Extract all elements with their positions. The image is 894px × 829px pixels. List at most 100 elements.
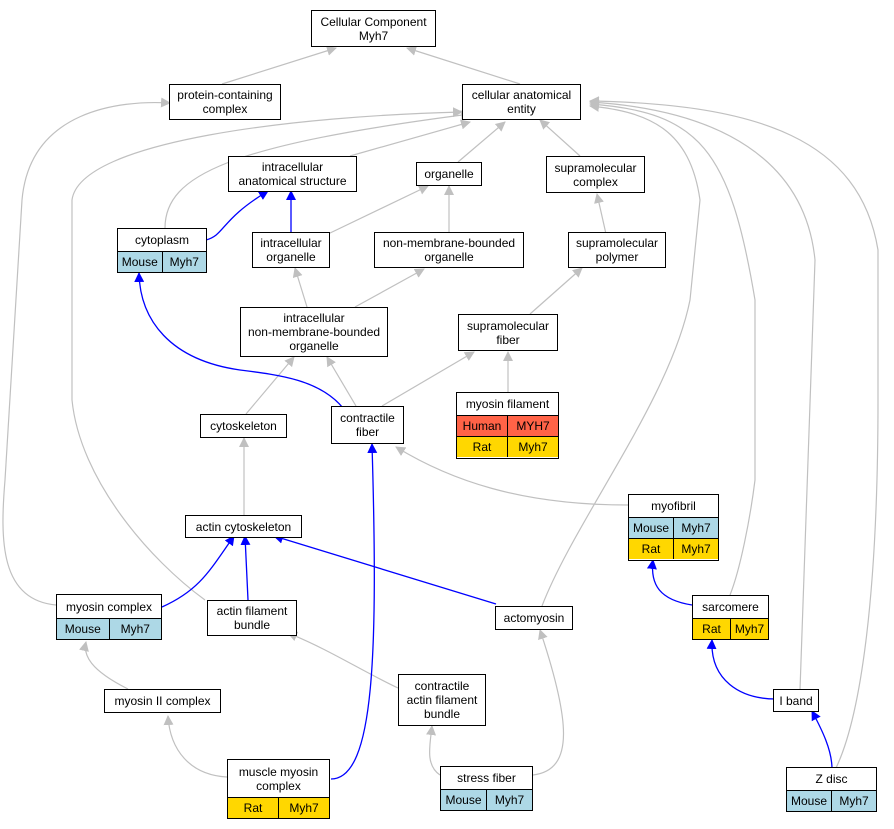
edge-actomyosin-to-actincyto <box>273 533 497 605</box>
node-supramolecular-fiber[interactable]: supramolecular fiber <box>458 314 558 351</box>
edge-myosincomplex-to-protein <box>2 97 171 606</box>
node-organelle[interactable]: organelle <box>416 162 482 186</box>
gene-cell: Myh7 <box>730 619 768 639</box>
edge-muscle-to-myosin2 <box>163 715 228 778</box>
node-stress-fiber[interactable]: stress fiber Mouse Myh7 <box>440 766 533 811</box>
edge-sarcomere-to-cae <box>589 99 756 596</box>
gene-cell: Myh7 <box>831 791 876 811</box>
species-cell: Mouse <box>787 791 831 811</box>
edge-sarcomere-to-myofibril <box>646 559 693 606</box>
myosin-filament-row-rat: Rat Myh7 <box>457 436 558 457</box>
edge-inm-to-nmorg <box>354 268 425 308</box>
species-cell: Mouse <box>118 252 162 272</box>
node-supramolecular-complex[interactable]: supramolecular complex <box>546 156 645 193</box>
z-disc-row-mouse: Mouse Myh7 <box>787 790 876 811</box>
edge-zdisc-to-cae <box>589 96 879 771</box>
node-intracellular-organelle[interactable]: intracellular organelle <box>252 232 330 268</box>
gene-cell: Myh7 <box>278 798 329 818</box>
edge-cytoskeleton-to-inm <box>245 356 295 415</box>
node-protein-containing-complex[interactable]: protein-containing complex <box>169 84 281 120</box>
edge-iband-to-sarcomere <box>706 639 777 700</box>
edge-afbundle-to-actincyto <box>240 535 251 601</box>
species-cell: Human <box>457 416 507 436</box>
edge-myofibril-to-contractile <box>395 446 629 506</box>
myofibril-row-rat: Rat Myh7 <box>629 538 718 559</box>
edge-zdisc-to-iband <box>811 710 833 770</box>
muscle-myosin-complex-label: muscle myosin complex <box>238 764 319 793</box>
node-supramolecular-polymer[interactable]: supramolecular polymer <box>568 232 666 268</box>
edge-afbundle-to-cae <box>71 107 463 601</box>
myosin-complex-row-mouse: Mouse Myh7 <box>57 618 161 639</box>
node-myofibril[interactable]: myofibril Mouse Myh7 Rat Myh7 <box>628 494 719 561</box>
z-disc-label: Z disc <box>815 772 848 786</box>
edge-inm-to-intorg <box>292 267 308 308</box>
edge-polymer-to-supcomplex <box>594 193 607 235</box>
node-non-membrane-bounded-organelle[interactable]: non-membrane-bounded organelle <box>374 232 524 268</box>
node-myosin-filament[interactable]: myosin filament Human MYH7 Rat Myh7 <box>456 392 559 459</box>
edge-intorg-to-organelle <box>327 185 429 235</box>
gene-cell: MYH7 <box>507 416 558 436</box>
cytoplasm-label: cytoplasm <box>134 233 190 247</box>
myofibril-label: myofibril <box>651 499 696 513</box>
edge-myosincomplex-to-actincyto <box>161 535 235 608</box>
edge-contractile-to-supfiber <box>381 351 475 407</box>
myosin-filament-row-human: Human MYH7 <box>457 415 558 436</box>
node-actin-cytoskeleton[interactable]: actin cytoskeleton <box>185 515 302 538</box>
node-cytoplasm[interactable]: cytoplasm Mouse Myh7 <box>117 228 207 273</box>
edge-contractile-to-inm <box>326 356 357 407</box>
node-cellular-anatomical-entity[interactable]: cellular anatomical entity <box>462 84 581 120</box>
species-cell: Rat <box>457 437 507 457</box>
edge-myosin2-to-myosincomplex <box>79 641 129 690</box>
stress-fiber-row-mouse: Mouse Myh7 <box>441 789 532 810</box>
edge-stress-to-cafb <box>426 725 441 776</box>
stress-fiber-label: stress fiber <box>457 771 516 785</box>
gene-cell: Myh7 <box>673 539 718 559</box>
myofibril-row-mouse: Mouse Myh7 <box>629 517 718 538</box>
species-cell: Rat <box>629 539 673 559</box>
node-z-disc[interactable]: Z disc Mouse Myh7 <box>786 767 877 812</box>
node-sarcomere[interactable]: sarcomere Rat Myh7 <box>692 595 769 640</box>
node-intracellular-anatomical-structure[interactable]: intracellular anatomical structure <box>228 156 357 192</box>
node-muscle-myosin-complex[interactable]: muscle myosin complex Rat Myh7 <box>227 759 330 819</box>
myosin-filament-label: myosin filament <box>465 397 550 411</box>
cytoplasm-row-mouse: Mouse Myh7 <box>118 251 206 272</box>
edge-protein-complex-to-root <box>221 45 337 85</box>
node-actomyosin[interactable]: actomyosin <box>495 606 573 630</box>
node-actin-filament-bundle[interactable]: actin filament bundle <box>207 600 297 636</box>
edge-cae-to-root <box>406 45 521 85</box>
node-i-band[interactable]: I band <box>773 689 819 712</box>
species-cell: Mouse <box>441 790 486 810</box>
edge-organelle-to-cae <box>457 121 506 163</box>
gene-cell: Myh7 <box>507 437 558 457</box>
muscle-myosin-complex-row-rat: Rat Myh7 <box>228 797 329 818</box>
edge-ias-to-cae <box>349 119 471 157</box>
node-myosin-complex[interactable]: myosin complex Mouse Myh7 <box>56 594 162 640</box>
node-contractile-actin-filament-bundle[interactable]: contractile actin filament bundle <box>398 674 486 726</box>
species-cell: Rat <box>693 619 730 639</box>
edge-contractile-to-cytoplasm <box>134 272 344 409</box>
edge-supfiber-to-polymer <box>529 267 583 315</box>
gene-cell: Myh7 <box>673 518 718 538</box>
species-cell: Mouse <box>629 518 673 538</box>
edge-muscle-to-contractile <box>330 443 378 780</box>
gene-cell: Myh7 <box>486 790 532 810</box>
gene-cell: Myh7 <box>108 619 161 639</box>
edge-cytoplasm-to-ias <box>205 190 269 241</box>
edge-cafb-to-afbundle <box>287 631 399 689</box>
species-cell: Rat <box>228 798 278 818</box>
edge-actomyosin-to-cae <box>541 101 701 607</box>
node-cellular-component[interactable]: Cellular Component Myh7 <box>311 10 436 47</box>
node-cytoskeleton[interactable]: cytoskeleton <box>200 414 287 438</box>
sarcomere-label: sarcomere <box>702 600 759 614</box>
species-cell: Mouse <box>57 619 109 639</box>
edge-iband-to-cae <box>589 97 816 691</box>
node-intracellular-non-membrane-bounded-organelle[interactable]: intracellular non-membrane-bounded organ… <box>240 307 388 357</box>
edge-supcomplex-to-cae <box>539 119 581 157</box>
gene-cell: Myh7 <box>161 252 206 272</box>
node-myosin-ii-complex[interactable]: myosin II complex <box>104 689 221 713</box>
edge-stress-to-actomyosin <box>532 629 565 776</box>
node-contractile-fiber[interactable]: contractile fiber <box>331 406 404 444</box>
edge-cytoplasm-to-cae <box>164 110 471 229</box>
myosin-complex-label: myosin complex <box>65 599 153 614</box>
